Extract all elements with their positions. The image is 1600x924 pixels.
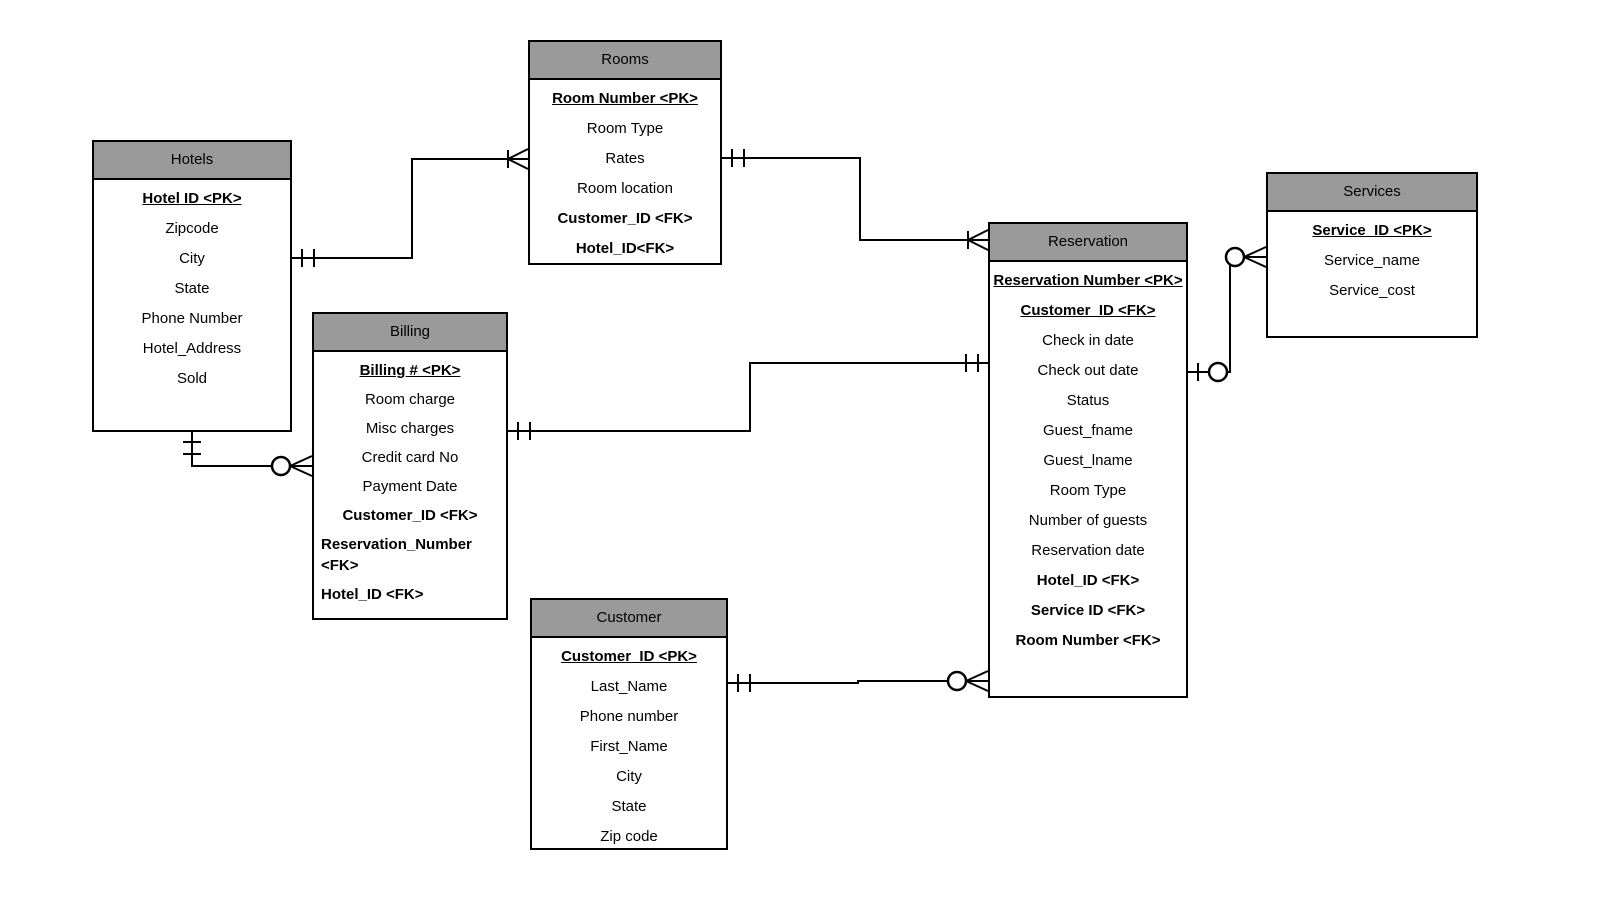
field-row: Hotel ID <PK> — [142, 190, 242, 207]
field-row: Check in date — [1042, 332, 1134, 349]
field-row: Customer_ID <FK> — [557, 210, 693, 227]
field-row: Zip code — [600, 828, 658, 845]
field-row: Phone Number — [141, 310, 243, 327]
field-row: Zipcode — [165, 220, 219, 237]
entity-title: Services — [1268, 174, 1476, 212]
field-row: State — [611, 798, 647, 815]
field-row: Credit card No — [361, 449, 459, 466]
field-row: City — [616, 768, 642, 785]
field-row: First_Name — [590, 738, 668, 755]
field-row: Room Number <FK> — [1015, 632, 1161, 649]
field-row: Room charge — [364, 391, 456, 408]
field-row: Customer ID <FK> — [1020, 302, 1156, 319]
field-row: Payment Date — [362, 478, 458, 495]
field-row: Reservation_Number <FK> — [321, 536, 477, 574]
field-row: Guest_lname — [1043, 452, 1133, 469]
field-row: Rates — [605, 150, 645, 167]
field-row: Guest_fname — [1042, 422, 1134, 439]
field-row: Room location — [577, 180, 673, 197]
entity-title: Rooms — [530, 42, 720, 80]
field-row: Number of guests — [1028, 512, 1148, 529]
field-row: Check out date — [1037, 362, 1139, 379]
entity-title: Reservation — [990, 224, 1186, 262]
field-row: Status — [1066, 392, 1110, 409]
field-row: Hotel_Address — [142, 340, 242, 357]
field-row: Room Number <PK> — [552, 90, 698, 107]
entity-title: Billing — [314, 314, 506, 352]
field-row: Service ID <PK> — [1312, 222, 1432, 239]
field-row: Service_name — [1324, 252, 1420, 269]
field-row: Room Type — [1049, 482, 1127, 499]
field-row: Last_Name — [590, 678, 668, 695]
field-row: Customer ID <PK> — [561, 648, 697, 665]
field-row: Sold — [176, 370, 208, 387]
entity-fields: Reservation Number <PK> Customer ID <FK> C… — [990, 262, 1186, 656]
field-row: City — [179, 250, 205, 267]
field-row: Phone number — [579, 708, 679, 725]
field-row: Service_cost — [1329, 282, 1415, 299]
field-row: Customer_ID <FK> — [342, 507, 478, 524]
field-row: Reservation date — [1031, 542, 1145, 559]
entity-title: Customer — [532, 600, 726, 638]
field-row: Reservation Number <PK> — [993, 272, 1183, 289]
entity-title: Hotels — [94, 142, 290, 180]
entity-reservation: Reservation Reservation Number <PK> Custo… — [988, 222, 1188, 698]
field-row: Room Type — [586, 120, 664, 137]
field-row: Hotel_ID<FK> — [575, 240, 675, 257]
field-row: Misc charges — [365, 420, 455, 437]
field-row: Service ID <FK> — [1030, 602, 1146, 619]
field-row: State — [174, 280, 210, 297]
field-row: Hotel_ID <FK> — [1036, 572, 1140, 589]
field-row: Hotel_ID <FK> — [321, 586, 424, 603]
field-row: Billing # <PK> — [359, 362, 461, 379]
